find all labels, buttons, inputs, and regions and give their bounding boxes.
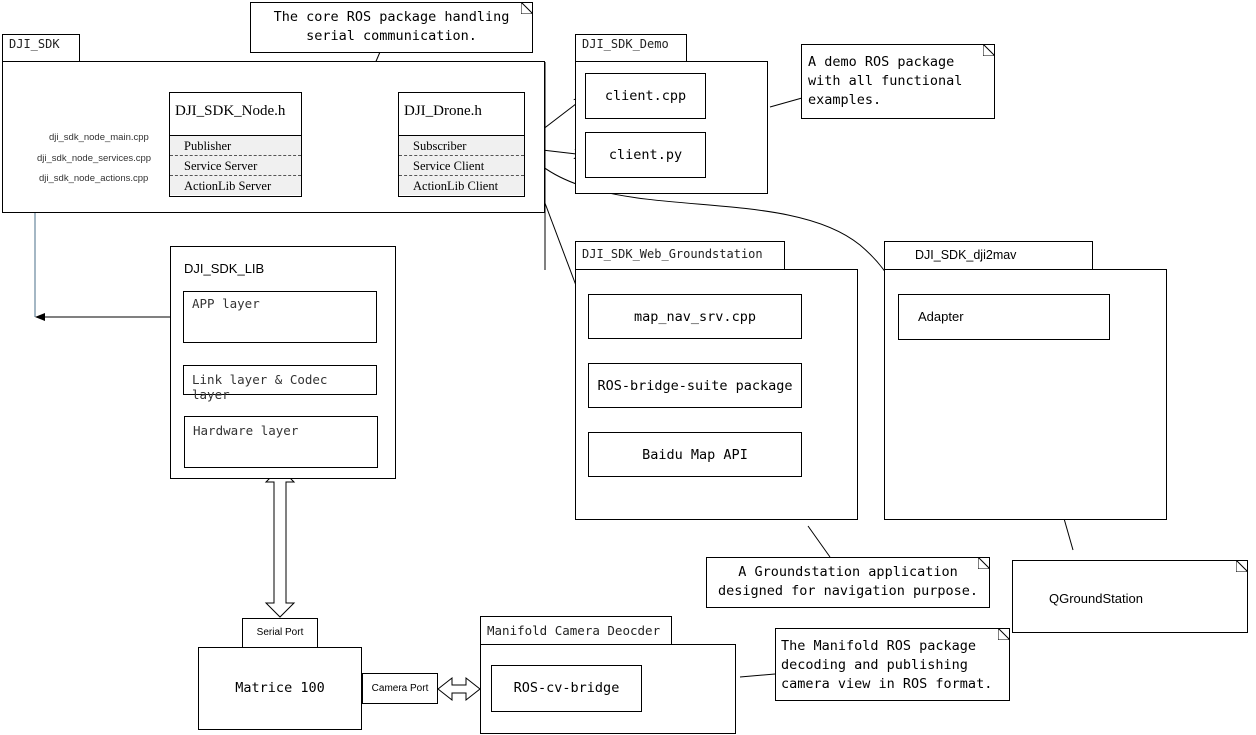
matrice-box: Matrice 100	[198, 647, 362, 730]
web-groundstation-tab: DJI_SDK_Web_Groundstation	[575, 241, 785, 270]
file-services-label: dji_sdk_node_services.cpp	[37, 153, 152, 164]
manifold-note-pointer	[739, 673, 776, 678]
ros-bridge-box: ROS-bridge-suite package	[588, 363, 802, 408]
dji2mav-tab: DJI_SDK_dji2mav	[884, 241, 1093, 270]
camera-port-label: Camera Port	[371, 683, 429, 694]
node-publisher-row: Publisher	[170, 135, 301, 155]
map-nav-srv-box: map_nav_srv.cpp	[588, 294, 802, 339]
manifold-note: The Manifold ROS package decoding and pu…	[775, 628, 1010, 701]
serial-port-box: Serial Port	[242, 618, 318, 648]
hardware-serial-double-arrow	[264, 467, 296, 618]
app-layer-label: APP layer	[192, 296, 260, 311]
baidu-map-label: Baidu Map API	[642, 447, 748, 463]
demo-note-line-1: A demo ROS package	[808, 54, 955, 70]
baidu-map-box: Baidu Map API	[588, 432, 802, 477]
app-layer-box: APP layer	[183, 291, 377, 343]
groundstation-note-pointer	[807, 525, 831, 558]
demo-note-pointer	[769, 97, 803, 108]
cv-bridge-box: ROS-cv-bridge	[491, 665, 642, 712]
serial-port-label: Serial Port	[256, 627, 304, 638]
camera-port-box: Camera Port	[362, 673, 438, 704]
note-fold-icon	[983, 44, 995, 56]
drone-subscriber-row: Subscriber	[399, 135, 524, 155]
hardware-layer-box: Hardware layer	[184, 416, 378, 468]
link-layer-box: Link layer & Codec layer	[183, 365, 377, 402]
demo-package-note: A demo ROS package with all functional e…	[801, 44, 995, 119]
lib-title: DJI_SDK_LIB	[184, 261, 265, 276]
matrice-label: Matrice 100	[235, 680, 325, 696]
qgroundstation-note: QGroundStation	[1012, 560, 1248, 633]
drone-actionlib-client-row: ActionLib Client	[399, 175, 524, 195]
client-cpp-box: client.cpp	[585, 73, 706, 119]
drone-class-title: DJI_Drone.h	[404, 103, 482, 119]
demo-note-line-2: with all functional	[808, 73, 963, 89]
node-actionlib-server-row: ActionLib Server	[170, 175, 301, 195]
note-fold-icon	[998, 628, 1010, 640]
ros-bridge-label: ROS-bridge-suite package	[597, 378, 793, 394]
dji-sdk-node-class: DJI_SDK_Node.h Publisher Service Server …	[169, 92, 302, 197]
cv-bridge-label: ROS-cv-bridge	[513, 680, 620, 696]
demo-package-tab: DJI_SDK_Demo	[575, 34, 687, 62]
demo-note-line-3: examples.	[808, 92, 882, 108]
client-cpp-label: client.cpp	[604, 88, 687, 104]
map-nav-srv-label: map_nav_srv.cpp	[634, 309, 756, 325]
groundstation-note: A Groundstation application designed for…	[706, 557, 990, 608]
node-service-server-row: Service Server	[170, 155, 301, 175]
node-class-title: DJI_SDK_Node.h	[175, 103, 286, 119]
manifold-note-line-2: decoding and publishing	[781, 657, 968, 673]
core-note-line-2: serial communication.	[306, 28, 477, 44]
manifold-note-line-1: The Manifold ROS package	[781, 638, 977, 654]
dji-sdk-package-tab: DJI_SDK	[2, 34, 80, 62]
client-py-box: client.py	[585, 132, 706, 178]
drone-service-client-row: Service Client	[399, 155, 524, 175]
note-fold-icon	[1236, 560, 1248, 572]
dji-drone-class: DJI_Drone.h Subscriber Service Client Ac…	[398, 92, 525, 197]
link-layer-label: Link layer & Codec layer	[192, 372, 328, 402]
client-py-label: client.py	[608, 147, 683, 163]
groundstation-note-line-2: designed for navigation purpose.	[717, 583, 979, 599]
camera-double-arrow	[437, 676, 481, 702]
qgroundstation-label: QGroundStation	[1049, 591, 1143, 606]
adapter-label: Adapter	[918, 309, 964, 324]
note-fold-icon	[978, 557, 990, 569]
core-note-line-1: The core ROS package handling	[273, 9, 510, 25]
hardware-layer-label: Hardware layer	[193, 423, 299, 438]
groundstation-note-line-1: A Groundstation application	[738, 564, 958, 580]
manifold-tab: Manifold Camera Deocder	[480, 616, 672, 645]
adapter-box: Adapter	[898, 294, 1110, 340]
core-package-note: The core ROS package handling serial com…	[250, 2, 533, 53]
file-main-label: dji_sdk_node_main.cpp	[49, 132, 149, 143]
note-fold-icon	[521, 2, 533, 14]
file-actions-label: dji_sdk_node_actions.cpp	[39, 173, 149, 184]
manifold-note-line-3: camera view in ROS format.	[781, 676, 993, 692]
